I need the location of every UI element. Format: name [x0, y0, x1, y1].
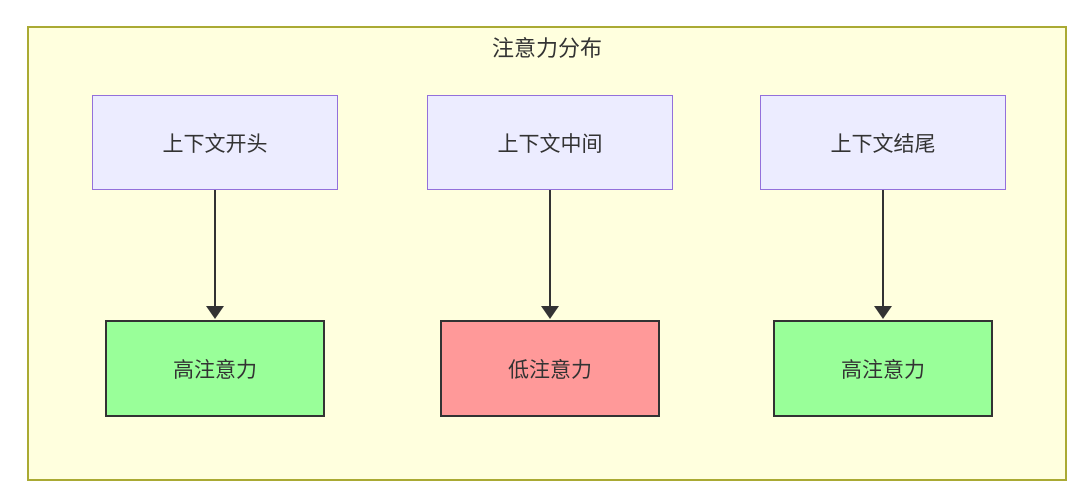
- context-middle-node-label: 上下文中间: [497, 132, 603, 156]
- arrow-head-icon: [874, 306, 892, 319]
- attention-result-node-label: 高注意力: [841, 358, 925, 382]
- arrow-line: [214, 190, 216, 307]
- arrow-line: [549, 190, 551, 307]
- context-middle-node: 上下文中间: [427, 95, 673, 190]
- context-end-node-label: 上下文结尾: [830, 132, 936, 156]
- context-start-node: 上下文开头: [92, 95, 338, 190]
- arrow-down: [874, 190, 892, 320]
- flow-column-context-end: 上下文结尾 高注意力: [760, 95, 1006, 417]
- diagram-title: 注意力分布: [491, 36, 602, 61]
- flow-column-context-start: 上下文开头 高注意力: [92, 95, 338, 417]
- arrow-line: [882, 190, 884, 307]
- flow-column-context-middle: 上下文中间 低注意力: [427, 95, 673, 417]
- arrow-down: [541, 190, 559, 320]
- attention-result-node-label: 高注意力: [173, 358, 257, 382]
- arrow-head-icon: [541, 306, 559, 319]
- arrow-down: [206, 190, 224, 320]
- context-start-node-label: 上下文开头: [162, 132, 268, 156]
- attention-result-node: 低注意力: [440, 320, 660, 417]
- diagram-container: 注意力分布 上下文开头 高注意力 上下文中间 低注意力: [27, 26, 1067, 481]
- attention-result-node: 高注意力: [773, 320, 993, 417]
- attention-result-node: 高注意力: [105, 320, 325, 417]
- attention-result-node-label: 低注意力: [508, 358, 592, 382]
- arrow-head-icon: [206, 306, 224, 319]
- context-end-node: 上下文结尾: [760, 95, 1006, 190]
